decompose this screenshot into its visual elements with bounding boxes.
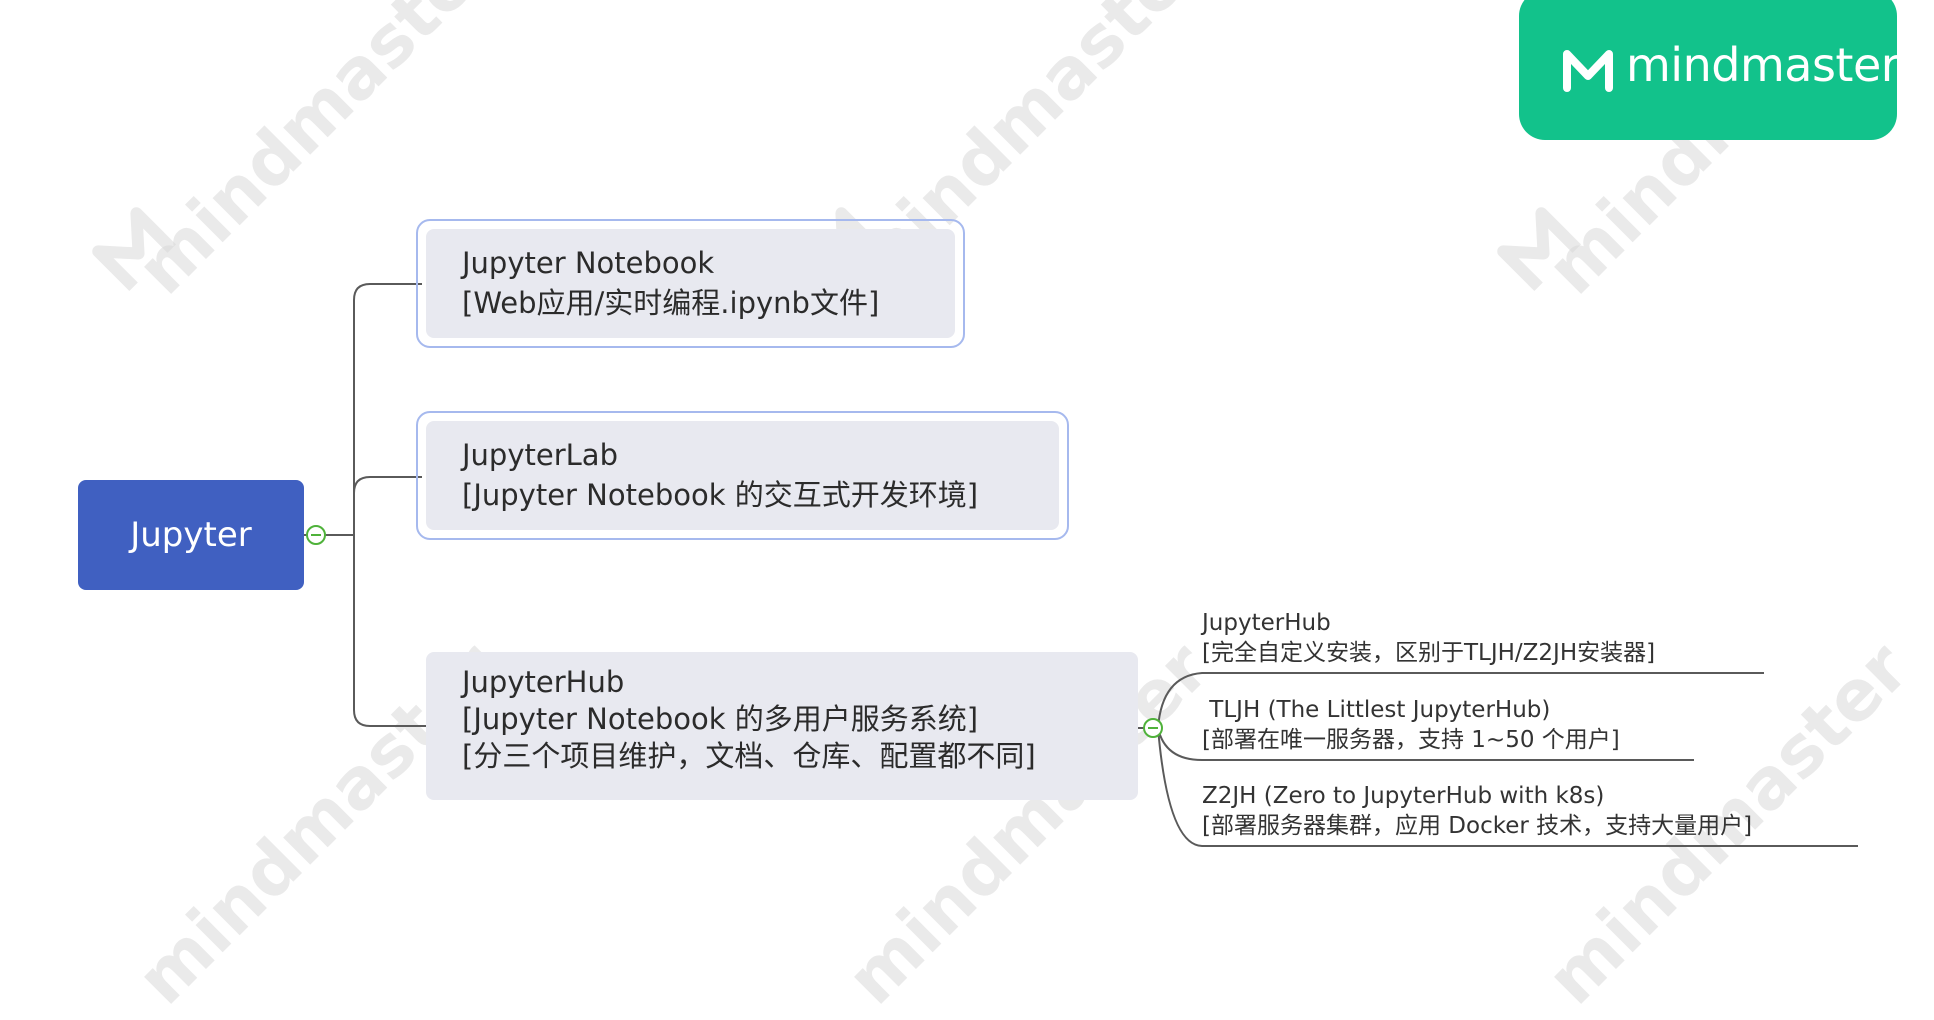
topic-description: [Jupyter Notebook 的交互式开发环境] (462, 478, 979, 512)
root-topic[interactable]: Jupyter (78, 480, 304, 590)
subtopic-description: [部署服务器集群，应用 Docker 技术，支持大量用户] (1202, 813, 1753, 839)
mindmaster-brand-badge[interactable]: mindmaster (1519, 0, 1900, 140)
mindmap-canvas: mindmaster mindmaster mindmaster mindmas… (78, 0, 1924, 1020)
topic-description: [Web应用/实时编程.ipynb文件] (462, 286, 880, 320)
subtopic-tljh[interactable]: TLJH (The Littlest JupyterHub) [部署在唯一服务器… (1202, 695, 1620, 755)
collapse-minus-icon[interactable] (1143, 718, 1163, 738)
subtopic-title: JupyterHub (1202, 610, 1331, 636)
mindmaster-logo-icon (1563, 50, 1613, 92)
brand-name: mindmaster (1626, 38, 1900, 92)
topic-description: [Jupyter Notebook 的多用户服务系统] (462, 702, 979, 736)
subtopic-description: [完全自定义安装，区别于TLJH/Z2JH安装器] (1202, 640, 1656, 666)
topic-title: JupyterLab (462, 438, 618, 472)
mindmap-connectors (304, 283, 1858, 847)
topic-title: JupyterHub (462, 665, 625, 699)
topic-jupyter-notebook[interactable]: Jupyter Notebook [Web应用/实时编程.ipynb文件] (416, 219, 965, 348)
topic-jupyterhub[interactable]: JupyterHub [Jupyter Notebook 的多用户服务系统] [… (426, 652, 1138, 800)
subtopic-title: Z2JH (Zero to JupyterHub with k8s) (1202, 783, 1605, 809)
subtopic-description: [部署在唯一服务器，支持 1~50 个用户] (1202, 727, 1620, 753)
topic-body: JupyterLab [Jupyter Notebook 的交互式开发环境] (426, 421, 1059, 530)
topic-description: [分三个项目维护，文档、仓库、配置都不同] (462, 739, 1036, 773)
subtopic-title: TLJH (The Littlest JupyterHub) (1202, 697, 1551, 723)
topic-body: Jupyter Notebook [Web应用/实时编程.ipynb文件] (426, 229, 955, 338)
topic-jupyterlab[interactable]: JupyterLab [Jupyter Notebook 的交互式开发环境] (416, 411, 1069, 540)
collapse-minus-icon[interactable] (306, 525, 326, 545)
subtopic-jupyterhub[interactable]: JupyterHub [完全自定义安装，区别于TLJH/Z2JH安装器] (1202, 608, 1655, 668)
root-topic-label: Jupyter (130, 515, 252, 555)
subtopic-z2jh[interactable]: Z2JH (Zero to JupyterHub with k8s) [部署服务… (1202, 781, 1752, 841)
topic-title: Jupyter Notebook (462, 246, 715, 280)
